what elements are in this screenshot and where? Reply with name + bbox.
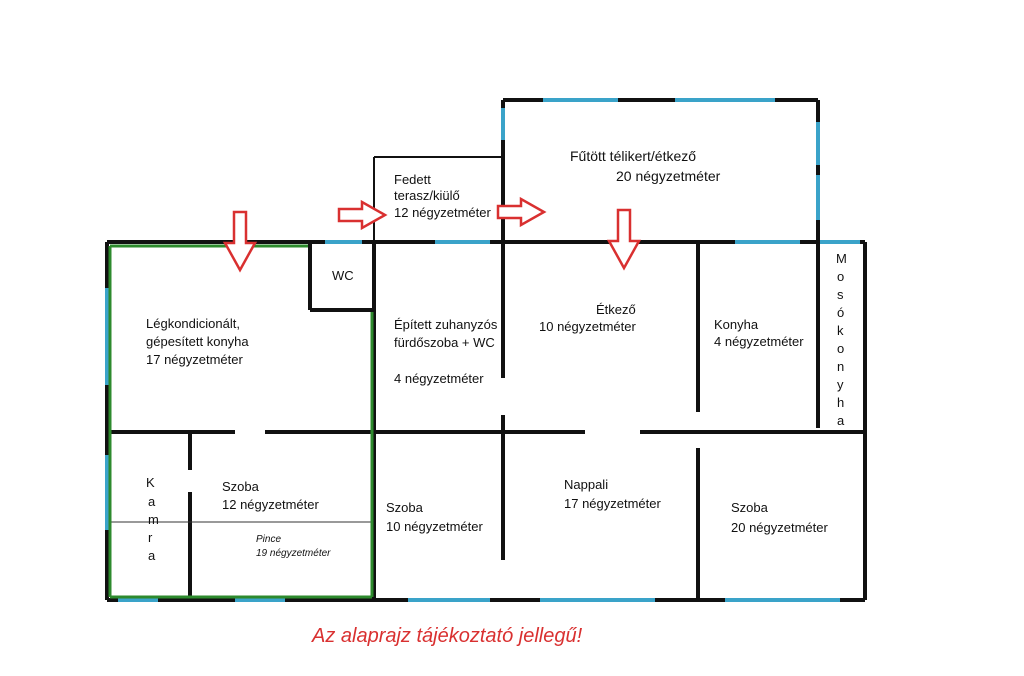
laundry-kitchen-label: M o s ó k o n y h a bbox=[836, 251, 847, 428]
outer-walls bbox=[105, 240, 867, 602]
cellar-label-2: 19 négyzetméter bbox=[256, 548, 331, 559]
dining-label-1: Étkező bbox=[596, 302, 636, 317]
terrace-outline bbox=[373, 156, 503, 242]
laundry-letter: a bbox=[837, 413, 845, 428]
pantry-letter: a bbox=[148, 494, 156, 509]
pantry-letter: r bbox=[148, 530, 153, 545]
rented-unit-outline bbox=[108, 244, 374, 599]
terrace-label-2: terasz/kiülő bbox=[394, 188, 460, 203]
winter-garden-label-1: Fűtött télikert/étkező bbox=[570, 148, 696, 164]
ac-kitchen-label-1: Légkondicionált, bbox=[146, 316, 240, 331]
dining-label-2: 10 négyzetméter bbox=[539, 319, 637, 334]
room12-label-2: 12 négyzetméter bbox=[222, 497, 320, 512]
laundry-letter: o bbox=[837, 341, 844, 356]
windows bbox=[105, 98, 860, 602]
terrace-label-1: Fedett bbox=[394, 172, 431, 187]
right-arrow-icon bbox=[337, 199, 388, 231]
bathroom-label-2: fürdőszoba + WC bbox=[394, 335, 495, 350]
interior-walls bbox=[107, 242, 865, 600]
terrace-label-3: 12 négyzetméter bbox=[394, 205, 492, 220]
winter-garden-label-2: 20 négyzetméter bbox=[616, 168, 721, 184]
wc-label: WC bbox=[332, 268, 354, 283]
laundry-letter: o bbox=[837, 269, 844, 284]
disclaimer-notice: Az alaprajz tájékoztató jellegű! bbox=[311, 625, 583, 647]
right-arrow-icon bbox=[496, 196, 547, 228]
down-arrow-icon bbox=[606, 208, 642, 271]
ac-kitchen-label-3: 17 négyzetméter bbox=[146, 352, 244, 367]
laundry-letter: M bbox=[836, 251, 847, 266]
room-labels: Fedett terasz/kiülő 12 négyzetméter Fűtö… bbox=[146, 148, 847, 563]
laundry-letter: k bbox=[837, 323, 844, 338]
laundry-letter: h bbox=[837, 395, 844, 410]
down-arrow-icon bbox=[222, 210, 258, 273]
entrance-arrows bbox=[222, 196, 642, 273]
kitchen-label-2: 4 négyzetméter bbox=[714, 334, 804, 349]
living-label-2: 17 négyzetméter bbox=[564, 496, 662, 511]
room10-label-1: Szoba bbox=[386, 500, 424, 515]
room10-label-2: 10 négyzetméter bbox=[386, 519, 484, 534]
laundry-letter: y bbox=[837, 377, 844, 392]
laundry-letter: s bbox=[837, 287, 844, 302]
room12-label-1: Szoba bbox=[222, 479, 260, 494]
laundry-letter: ó bbox=[837, 305, 844, 320]
living-label-1: Nappali bbox=[564, 477, 608, 492]
room20-label-1: Szoba bbox=[731, 500, 769, 515]
ac-kitchen-label-2: gépesített konyha bbox=[146, 334, 249, 349]
bathroom-label-3: 4 négyzetméter bbox=[394, 371, 484, 386]
room20-label-2: 20 négyzetméter bbox=[731, 520, 829, 535]
pantry-label: K a m r a bbox=[146, 475, 159, 563]
kitchen-label-1: Konyha bbox=[714, 317, 759, 332]
pantry-letter: K bbox=[146, 475, 155, 490]
cellar-label-1: Pince bbox=[256, 534, 281, 545]
pantry-letter: m bbox=[148, 512, 159, 527]
pantry-letter: a bbox=[148, 548, 156, 563]
bathroom-label-1: Épített zuhanyzós bbox=[394, 317, 498, 332]
laundry-letter: n bbox=[837, 359, 844, 374]
